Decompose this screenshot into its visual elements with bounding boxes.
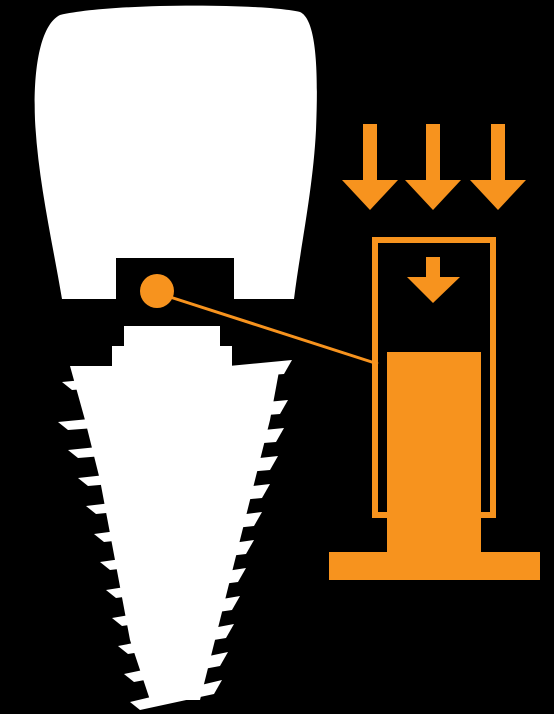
thread-ridge xyxy=(94,512,262,542)
connector-line-icon xyxy=(169,295,379,366)
thread-ridge xyxy=(106,568,246,598)
damper-base xyxy=(329,552,540,580)
screw-fixture-icon xyxy=(58,360,292,710)
contact-point-icon xyxy=(140,274,174,308)
thread-ridge xyxy=(124,652,228,682)
thread-ridge xyxy=(78,456,278,486)
thread-ridge xyxy=(118,624,234,654)
down-arrow-icon xyxy=(470,124,526,210)
damper-inner-arrow-shaft xyxy=(426,257,440,279)
crown-shape xyxy=(34,5,317,299)
tooth-crown-icon xyxy=(34,5,317,299)
damper-inner-arrow-head xyxy=(407,277,460,303)
thread-ridge xyxy=(58,400,288,430)
abutment-shape xyxy=(112,326,232,366)
abutment-icon xyxy=(112,326,232,366)
shock-absorber-icon xyxy=(329,237,540,580)
damper-inner-arrow xyxy=(407,257,460,303)
force-arrows xyxy=(342,124,526,210)
thread-ridge xyxy=(62,360,292,390)
thread-ridge xyxy=(68,428,284,458)
thread-ridge xyxy=(100,540,254,570)
thread-ridge xyxy=(86,484,270,514)
thread-ridge xyxy=(112,596,240,626)
damper-piston xyxy=(387,352,481,512)
fixture-threads xyxy=(58,360,292,710)
thread-ridge xyxy=(130,680,222,710)
down-arrow-icon xyxy=(405,124,461,210)
down-arrow-icon xyxy=(342,124,398,210)
damper-stem xyxy=(387,512,481,554)
